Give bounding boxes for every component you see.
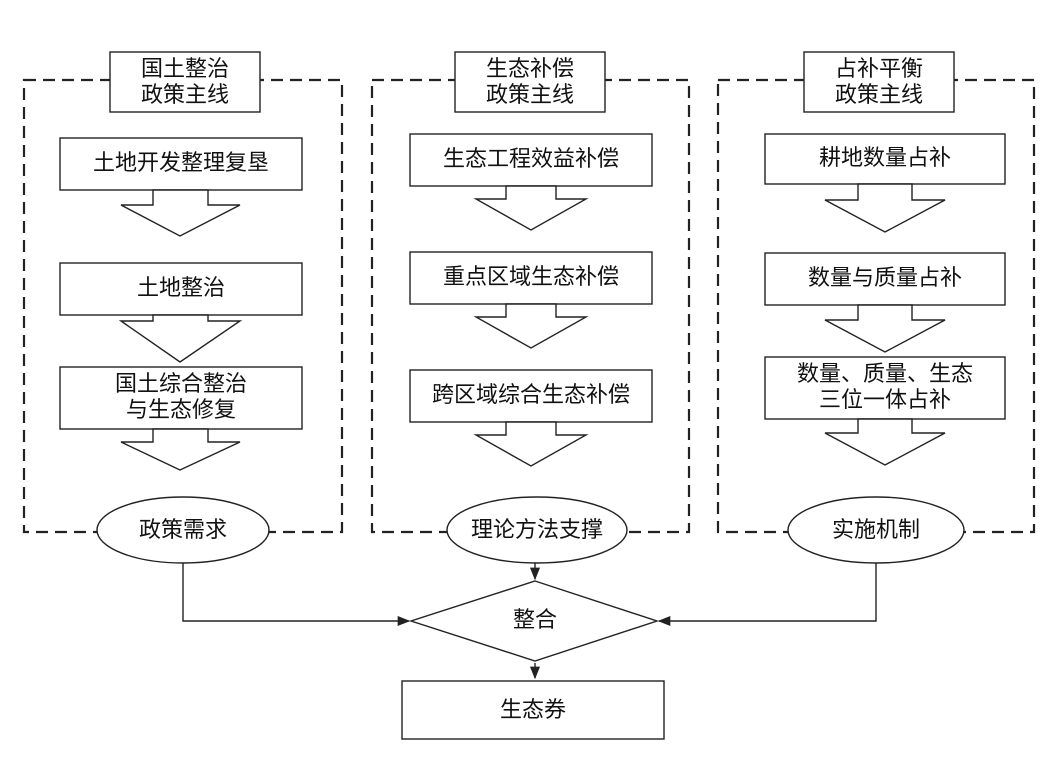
column-2-title-box [454, 51, 606, 113]
output-label: 生态券 [500, 698, 566, 723]
connector-right [657, 563, 877, 627]
column-balance-offset: 占补平衡 政策主线 耕地数量占补 数量与质量占补 数量、质量、生态 三位一体占补… [716, 51, 1036, 564]
column-3-step-1-label: 耕地数量占补 [819, 146, 951, 171]
column-3-step-1 [764, 133, 1006, 185]
column-3-step-3-label-line-1: 数量、质量、生态 [797, 362, 973, 387]
column-2-bottom-label: 理论方法支撑 [471, 518, 603, 543]
output-box [401, 680, 665, 740]
connectors [182, 563, 877, 680]
column-3-step-2-label: 数量与质量占补 [808, 266, 962, 291]
column-3-title-line-1: 占补平衡 [835, 57, 923, 82]
column-3-down-arrow-2 [824, 304, 946, 353]
column-1-down-arrow-1 [120, 189, 241, 237]
column-1-title-line-2: 政策主线 [141, 83, 229, 108]
column-3-bottom-label: 实施机制 [832, 518, 920, 543]
column-1-bottom-label: 政策需求 [139, 518, 227, 543]
column-3-down-arrow-1 [824, 183, 946, 233]
column-2-step-2 [409, 251, 653, 305]
column-2-step-3 [409, 369, 653, 423]
column-2-down-arrow-2 [473, 303, 589, 349]
column-1-step-3 [59, 366, 303, 430]
column-1-step-1 [59, 137, 303, 191]
column-2-title-line-1: 生态补偿 [486, 57, 574, 82]
column-2-down-arrow-1 [473, 185, 589, 231]
column-3-title-line-2: 政策主线 [835, 83, 923, 108]
column-1-step-3-label-line-1: 国土综合整治 [115, 372, 247, 397]
column-2-title-line-2: 政策主线 [486, 83, 574, 108]
column-land-remediation: 国土整治 政策主线 土地开发整理复垦 土地整治 国土综合整治 与生态修复 政策需… [22, 51, 344, 564]
merge-label: 整合 [513, 608, 557, 633]
column-2-step-3-label: 跨区域综合生态补偿 [432, 383, 630, 408]
column-2-step-2-label: 重点区域生态补偿 [443, 265, 619, 290]
column-1-step-3-label-line-2: 与生态修复 [126, 398, 236, 423]
column-2-down-arrow-3 [473, 421, 589, 467]
column-1-down-arrow-3 [120, 428, 241, 471]
output-node: 生态券 [401, 680, 665, 740]
column-eco-compensation: 生态补偿 政策主线 生态工程效益补偿 重点区域生态补偿 跨区域综合生态补偿 理论… [370, 51, 691, 564]
column-2-step-1-label: 生态工程效益补偿 [443, 147, 619, 172]
column-3-step-3 [764, 356, 1006, 420]
column-1-down-arrow-2 [118, 314, 243, 363]
connector-left [182, 563, 411, 627]
column-1-step-1-label: 土地开发整理复垦 [93, 151, 269, 176]
column-3-step-3-label-line-2: 三位一体占补 [819, 388, 951, 413]
column-2-bottom-ellipse [446, 496, 628, 564]
column-3-down-arrow-3 [824, 418, 946, 466]
column-1-step-2-label: 土地整治 [137, 276, 225, 301]
column-3-title-box [803, 51, 955, 113]
column-1-title-box [109, 51, 261, 113]
column-1-title-line-1: 国土整治 [141, 57, 229, 82]
merge-node: 整合 [408, 580, 660, 662]
column-2-step-1 [409, 133, 653, 187]
merge-diamond [408, 580, 660, 662]
